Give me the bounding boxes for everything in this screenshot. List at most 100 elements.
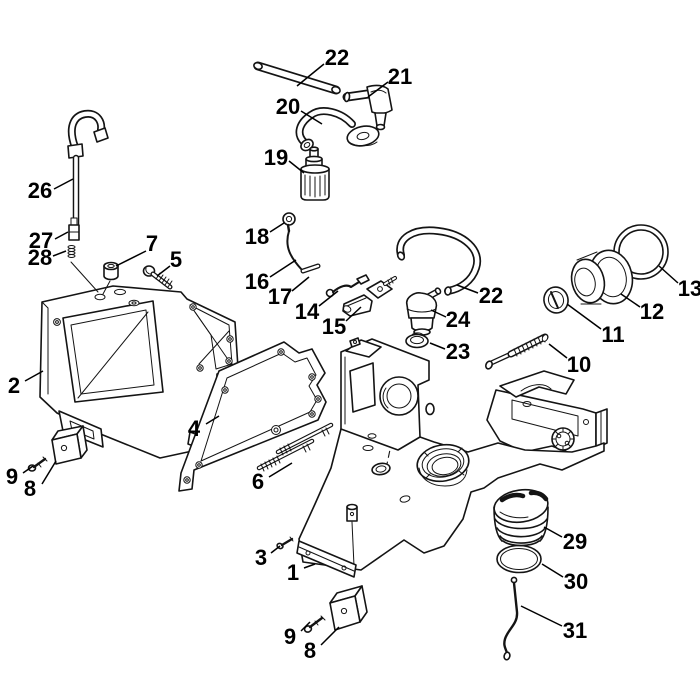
part-number-label-20: 20 [276, 94, 300, 119]
part-9-screw-left [27, 456, 48, 472]
part-number-label-2: 2 [8, 373, 20, 398]
part-31-retainer-wire [503, 576, 519, 661]
part-number-label-28: 28 [28, 245, 52, 270]
callout-leader-24 [430, 309, 447, 318]
callout-leader-9 [22, 465, 34, 474]
part-8-buffer-block-bottom [329, 585, 368, 631]
part-number-label-22: 22 [479, 283, 503, 308]
part-1-tank-rear-handle [486, 370, 608, 454]
callout-leader-22 [456, 284, 479, 294]
part-18-eyelet [282, 212, 296, 233]
part-2-housing [39, 285, 239, 459]
callout-leader-12 [620, 293, 641, 308]
part-5-screw [142, 265, 173, 290]
callout-leader-26 [53, 178, 74, 190]
part-1-filler-neck [416, 443, 470, 487]
callout-leader-13 [658, 265, 679, 284]
part-number-label-13: 13 [678, 276, 700, 301]
part-1-tank-body [296, 353, 605, 578]
part-12-intake-boot [570, 249, 634, 305]
part-number-label-4: 4 [188, 416, 201, 441]
part-1-tank-front-bracket [340, 337, 435, 451]
callout-leader-20 [300, 110, 323, 125]
part-11-washer [543, 286, 569, 314]
part-number-label-21: 21 [388, 64, 412, 89]
part-19-fuel-filter [300, 146, 330, 201]
part-26-pickup-hose [67, 109, 109, 301]
part-24-primer-valve [405, 287, 442, 336]
callout-leader-6 [268, 462, 293, 478]
callout-leader-29 [543, 526, 563, 538]
part-23-cap [405, 332, 429, 349]
part-number-label-17: 17 [268, 284, 292, 309]
part-number-label-9: 9 [6, 464, 18, 489]
part-number-label-19: 19 [264, 145, 288, 170]
part-14-link [325, 274, 370, 298]
part-number-label-26: 26 [28, 178, 52, 203]
callout-leader-8 [41, 460, 57, 485]
callout-leader-14 [318, 290, 339, 307]
callout-leader-8 [320, 626, 340, 646]
part-22-fuel-hose-straight [253, 61, 341, 95]
part-number-label-5: 5 [170, 247, 182, 272]
part-7-bushing [102, 261, 119, 295]
part-4-gasket [178, 341, 327, 492]
part-22-fuel-hose-curved [396, 226, 482, 296]
part-number-label-30: 30 [564, 569, 588, 594]
part-number-label-16: 16 [245, 269, 269, 294]
part-number-label-29: 29 [563, 529, 587, 554]
part-number-label-11: 11 [601, 322, 624, 347]
part-number-label-7: 7 [146, 231, 158, 256]
part-6-studs [256, 422, 334, 472]
callout-leader-18 [269, 222, 285, 233]
part-number-label-1: 1 [287, 560, 299, 585]
callout-leader-19 [288, 160, 305, 174]
callout-leader-30 [541, 563, 564, 578]
part-number-label-15: 15 [322, 314, 346, 339]
callout-leader-31 [520, 605, 563, 627]
part-29-fuel-cap [493, 488, 549, 547]
part-number-label-10: 10 [567, 352, 591, 377]
part-number-label-22: 22 [325, 45, 349, 70]
callout-leader-21 [367, 81, 389, 98]
callout-leader-15 [345, 306, 362, 322]
part-number-label-24: 24 [446, 307, 471, 332]
callout-leader-9 [300, 621, 311, 632]
callout-leader-11 [566, 303, 602, 330]
part-number-label-27: 27 [29, 228, 53, 253]
part-27-valve [68, 217, 80, 241]
part-number-label-6: 6 [252, 469, 264, 494]
part-15-interlock [342, 276, 397, 317]
callout-leader-10 [548, 343, 568, 359]
callout-leader-22 [296, 63, 325, 87]
part-16-wire [286, 230, 303, 271]
callout-leader-5 [156, 265, 171, 277]
callout-leader-17 [291, 276, 310, 292]
part-number-label-8: 8 [304, 638, 316, 663]
part-9-screw-bottom [303, 615, 326, 633]
part-10-screw [484, 333, 549, 370]
part-number-label-3: 3 [255, 545, 267, 570]
part-8-buffer-block-left [51, 425, 88, 465]
part-28-spring [67, 245, 76, 258]
callout-leader-23 [429, 342, 446, 350]
part-number-label-12: 12 [640, 299, 664, 324]
part-number-label-14: 14 [295, 299, 320, 324]
callout-leader-3 [270, 545, 281, 554]
part-20-hose-grommet [295, 107, 380, 152]
callout-leader-7 [115, 250, 147, 267]
callout-leader-2 [24, 370, 44, 382]
part-number-label-23: 23 [446, 339, 470, 364]
callout-leader-27 [54, 231, 69, 240]
callout-leader-16 [269, 259, 297, 278]
callout-layer: 2221201926272875218161714152224231312111… [6, 45, 700, 663]
part-number-label-18: 18 [245, 224, 269, 249]
callout-leader-28 [52, 250, 67, 257]
part-number-label-31: 31 [563, 618, 587, 643]
part-number-label-9: 9 [284, 624, 296, 649]
part-30-o-ring [496, 544, 542, 574]
callout-leader-4 [205, 415, 220, 425]
callout-leader-1 [303, 563, 316, 569]
